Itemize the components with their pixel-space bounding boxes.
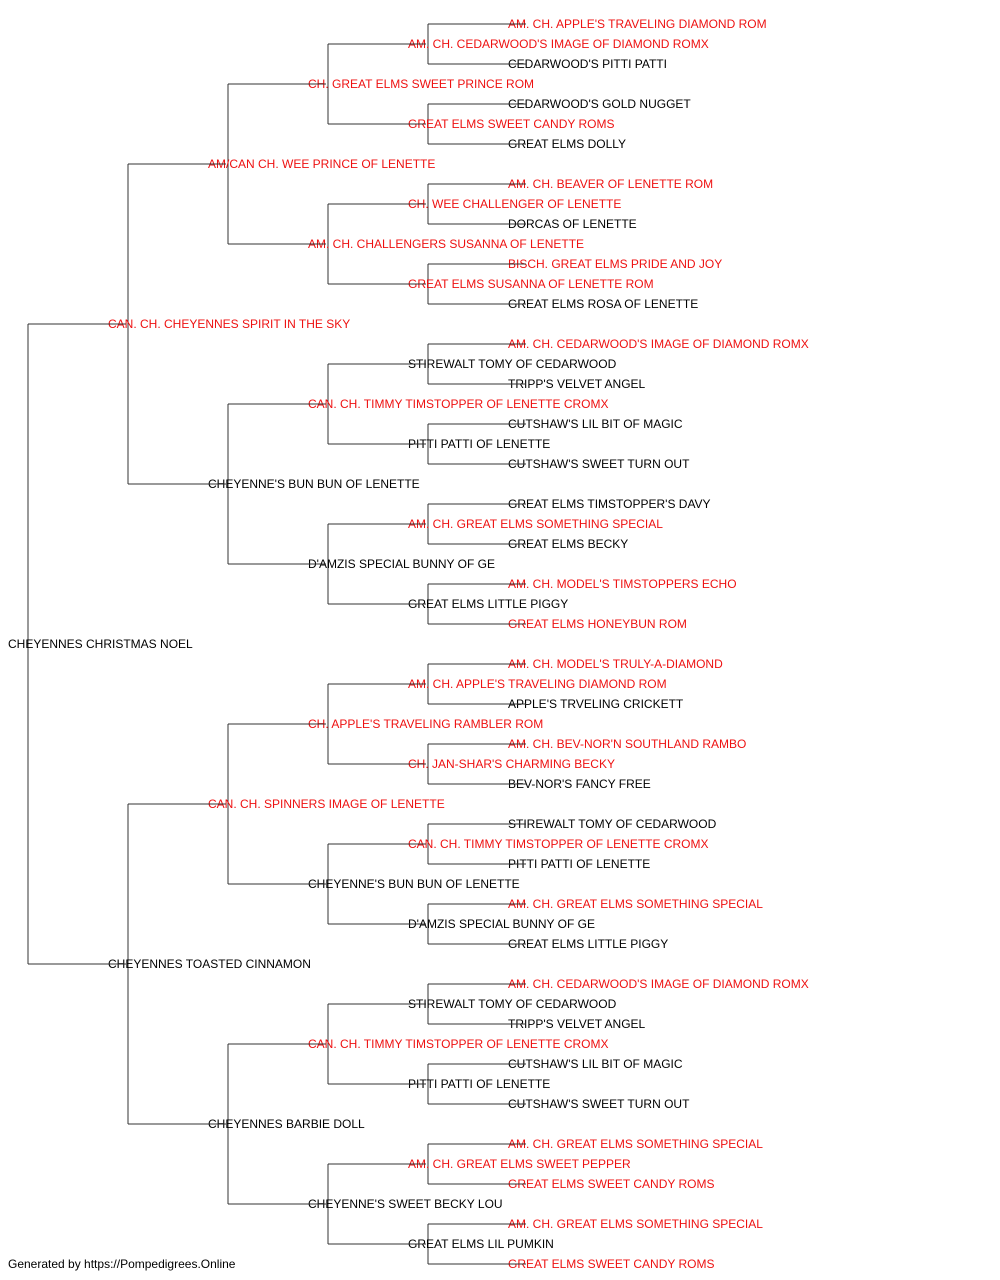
subject-dam-dam-sire-sire-dam-name: TRIPP'S VELVET ANGEL	[508, 1017, 646, 1031]
subject-dam-sire-sire-sire-name: AM. CH. APPLE'S TRAVELING DIAMOND ROM	[408, 677, 667, 691]
subject-sire-sire-dam-dam-name: GREAT ELMS SUSANNA OF LENETTE ROM	[408, 277, 654, 291]
subject-dam-dam-dam-name: CHEYENNE'S SWEET BECKY LOU	[308, 1197, 503, 1211]
subject-dam-dam-dam-dam-sire-name: AM. CH. GREAT ELMS SOMETHING SPECIAL	[508, 1217, 763, 1231]
subject-dam-dam-dam-sire-name: AM. CH. GREAT ELMS SWEET PEPPER	[408, 1157, 631, 1171]
subject-dam-sire-dam-sire-name: CAN. CH. TIMMY TIMSTOPPER OF LENETTE CRO…	[408, 837, 708, 851]
subject-sire-dam-sire-sire-name: STIREWALT TOMY OF CEDARWOOD	[408, 357, 617, 371]
subject-dam-sire-sire-name: CH. APPLE'S TRAVELING RAMBLER ROM	[308, 717, 543, 731]
subject-sire-dam-name: CHEYENNE'S BUN BUN OF LENETTE	[208, 477, 420, 491]
subject-dam-dam-dam-dam-name: GREAT ELMS LIL PUMKIN	[408, 1237, 554, 1251]
subject-sire-sire-sire-dam-sire-name: CEDARWOOD'S GOLD NUGGET	[508, 97, 691, 111]
subject-sire-dam-sire-dam-sire-name: CUTSHAW'S LIL BIT OF MAGIC	[508, 417, 683, 431]
subject-dam-sire-sire-dam-sire-name: AM. CH. BEV-NOR'N SOUTHLAND RAMBO	[508, 737, 746, 751]
subject-sire-dam-dam-sire-name: AM. CH. GREAT ELMS SOMETHING SPECIAL	[408, 517, 663, 531]
subject-sire-sire-dam-sire-dam-name: DORCAS OF LENETTE	[508, 217, 637, 231]
subject-sire-sire-dam-sire-name: CH. WEE CHALLENGER OF LENETTE	[408, 197, 621, 211]
subject-sire-sire-sire-name: CH. GREAT ELMS SWEET PRINCE ROM	[308, 77, 534, 91]
subject-sire-sire-dam-dam-sire-name: BISCH. GREAT ELMS PRIDE AND JOY	[508, 257, 722, 271]
subject-sire-name: CAN. CH. CHEYENNES SPIRIT IN THE SKY	[108, 317, 350, 331]
subject-dam-sire-sire-sire-sire-name: AM. CH. MODEL'S TRULY-A-DIAMOND	[508, 657, 723, 671]
subject-dam-dam-sire-dam-sire-name: CUTSHAW'S LIL BIT OF MAGIC	[508, 1057, 683, 1071]
subject-dam-sire-name: CAN. CH. SPINNERS IMAGE OF LENETTE	[208, 797, 445, 811]
subject-sire-dam-sire-name: CAN. CH. TIMMY TIMSTOPPER OF LENETTE CRO…	[308, 397, 608, 411]
subject-sire-sire-dam-dam-dam-name: GREAT ELMS ROSA OF LENETTE	[508, 297, 698, 311]
subject-sire-sire-sire-sire-name: AM. CH. CEDARWOOD'S IMAGE OF DIAMOND ROM…	[408, 37, 709, 51]
subject-dam-dam-sire-dam-dam-name: CUTSHAW'S SWEET TURN OUT	[508, 1097, 690, 1111]
subject-sire-dam-dam-dam-name: GREAT ELMS LITTLE PIGGY	[408, 597, 568, 611]
subject-sire-dam-dam-sire-sire-name: GREAT ELMS TIMSTOPPER'S DAVY	[508, 497, 711, 511]
subject-dam-dam-dam-dam-dam-name: GREAT ELMS SWEET CANDY ROMS	[508, 1257, 714, 1271]
subject-sire-sire-sire-sire-sire-name: AM. CH. APPLE'S TRAVELING DIAMOND ROM	[508, 17, 767, 31]
subject-name: CHEYENNES CHRISTMAS NOEL	[8, 637, 193, 651]
subject-dam-dam-dam-sire-dam-name: GREAT ELMS SWEET CANDY ROMS	[508, 1177, 714, 1191]
subject-dam-name: CHEYENNES TOASTED CINNAMON	[108, 957, 311, 971]
subject-dam-sire-dam-dam-sire-name: AM. CH. GREAT ELMS SOMETHING SPECIAL	[508, 897, 763, 911]
subject-sire-sire-sire-sire-dam-name: CEDARWOOD'S PITTI PATTI	[508, 57, 667, 71]
subject-sire-dam-sire-sire-dam-name: TRIPP'S VELVET ANGEL	[508, 377, 646, 391]
subject-sire-dam-sire-sire-sire-name: AM. CH. CEDARWOOD'S IMAGE OF DIAMOND ROM…	[508, 337, 809, 351]
subject-dam-sire-dam-dam-name: D'AMZIS SPECIAL BUNNY OF GE	[408, 917, 595, 931]
subject-sire-dam-dam-dam-sire-name: AM. CH. MODEL'S TIMSTOPPERS ECHO	[508, 577, 737, 591]
subject-dam-dam-name: CHEYENNES BARBIE DOLL	[208, 1117, 365, 1131]
subject-dam-sire-sire-dam-dam-name: BEV-NOR'S FANCY FREE	[508, 777, 651, 791]
subject-dam-dam-sire-sire-sire-name: AM. CH. CEDARWOOD'S IMAGE OF DIAMOND ROM…	[508, 977, 809, 991]
subject-sire-sire-sire-dam-name: GREAT ELMS SWEET CANDY ROMS	[408, 117, 614, 131]
subject-sire-dam-dam-name: D'AMZIS SPECIAL BUNNY OF GE	[308, 557, 495, 571]
subject-dam-sire-sire-dam-name: CH. JAN-SHAR'S CHARMING BECKY	[408, 757, 615, 771]
subject-sire-sire-sire-dam-dam-name: GREAT ELMS DOLLY	[508, 137, 626, 151]
subject-dam-sire-dam-sire-sire-name: STIREWALT TOMY OF CEDARWOOD	[508, 817, 717, 831]
subject-sire-sire-dam-sire-sire-name: AM. CH. BEAVER OF LENETTE ROM	[508, 177, 713, 191]
subject-sire-dam-sire-dam-dam-name: CUTSHAW'S SWEET TURN OUT	[508, 457, 690, 471]
subject-sire-dam-dam-dam-dam-name: GREAT ELMS HONEYBUN ROM	[508, 617, 687, 631]
subject-dam-sire-dam-sire-dam-name: PITTI PATTI OF LENETTE	[508, 857, 650, 871]
subject-dam-dam-dam-sire-sire-name: AM. CH. GREAT ELMS SOMETHING SPECIAL	[508, 1137, 763, 1151]
subject-dam-sire-dam-name: CHEYENNE'S BUN BUN OF LENETTE	[308, 877, 520, 891]
generated-by-footer: Generated by https://Pompedigrees.Online	[8, 1257, 236, 1271]
subject-dam-sire-sire-sire-dam-name: APPLE'S TRVELING CRICKETT	[508, 697, 684, 711]
subject-sire-sire-name: AM/CAN CH. WEE PRINCE OF LENETTE	[208, 157, 435, 171]
subject-dam-dam-sire-sire-name: STIREWALT TOMY OF CEDARWOOD	[408, 997, 617, 1011]
subject-dam-dam-sire-dam-name: PITTI PATTI OF LENETTE	[408, 1077, 550, 1091]
subject-dam-sire-dam-dam-dam-name: GREAT ELMS LITTLE PIGGY	[508, 937, 668, 951]
subject-sire-dam-dam-sire-dam-name: GREAT ELMS BECKY	[508, 537, 628, 551]
subject-sire-dam-sire-dam-name: PITTI PATTI OF LENETTE	[408, 437, 550, 451]
subject-sire-sire-dam-name: AM. CH. CHALLENGERS SUSANNA OF LENETTE	[308, 237, 584, 251]
subject-dam-dam-sire-name: CAN. CH. TIMMY TIMSTOPPER OF LENETTE CRO…	[308, 1037, 608, 1051]
